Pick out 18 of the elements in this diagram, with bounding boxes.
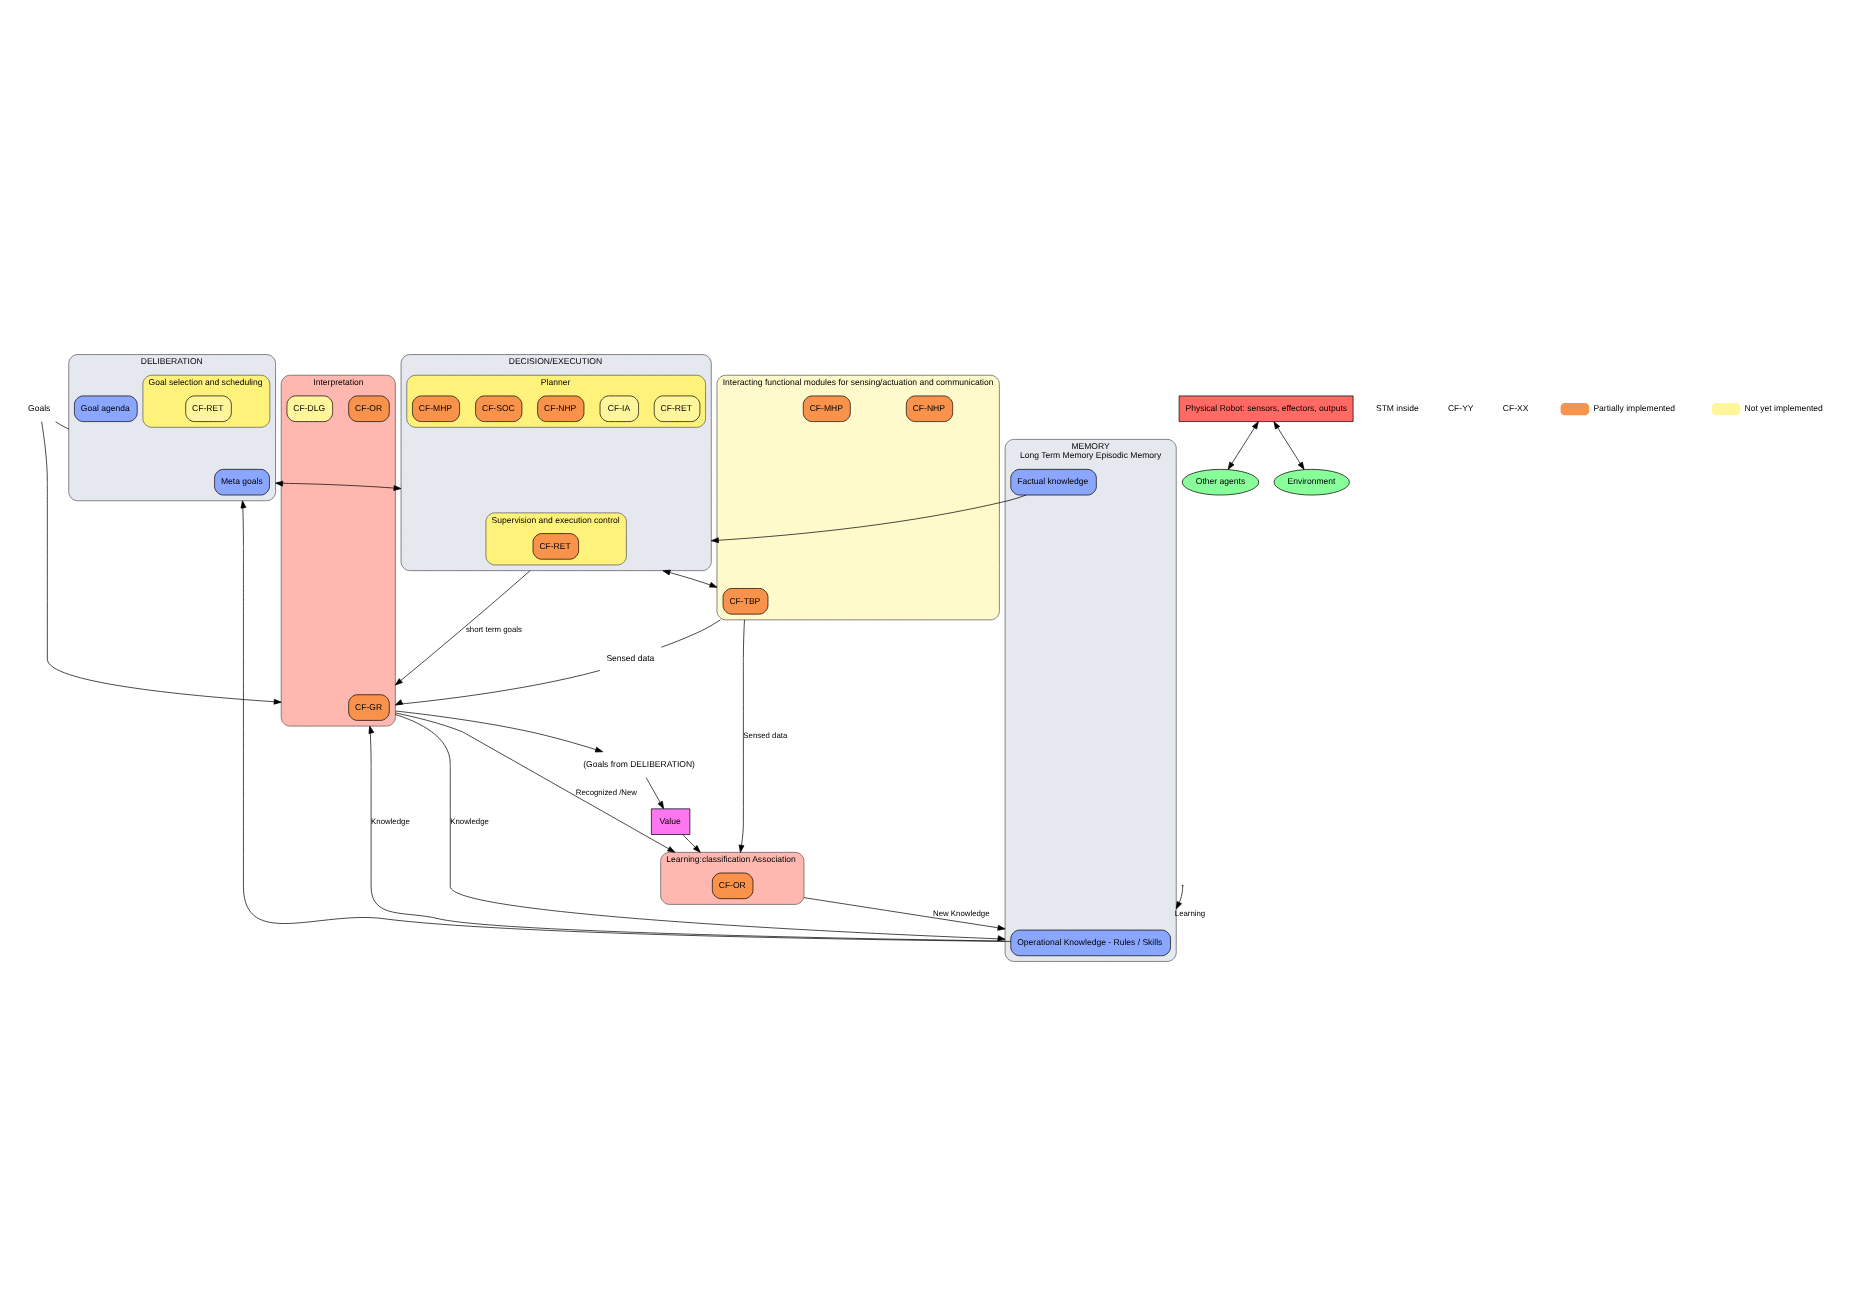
arrow: [41, 420, 282, 704]
arrow: [240, 499, 1012, 941]
arrow: [645, 776, 665, 808]
arrow: [275, 479, 402, 490]
arrow: [395, 569, 531, 685]
arrow: [710, 493, 1027, 543]
arrow: [662, 568, 718, 587]
arrow: [1273, 420, 1305, 469]
arrow: [395, 711, 676, 852]
connector: [55, 420, 70, 429]
arrow: [1227, 420, 1259, 469]
arrow: [738, 618, 745, 852]
connector: [661, 618, 721, 647]
arrow: [1175, 885, 1184, 909]
arrow: [803, 896, 1006, 930]
arrow: [395, 669, 601, 705]
arrow: [682, 833, 701, 852]
arrow: [395, 709, 604, 752]
